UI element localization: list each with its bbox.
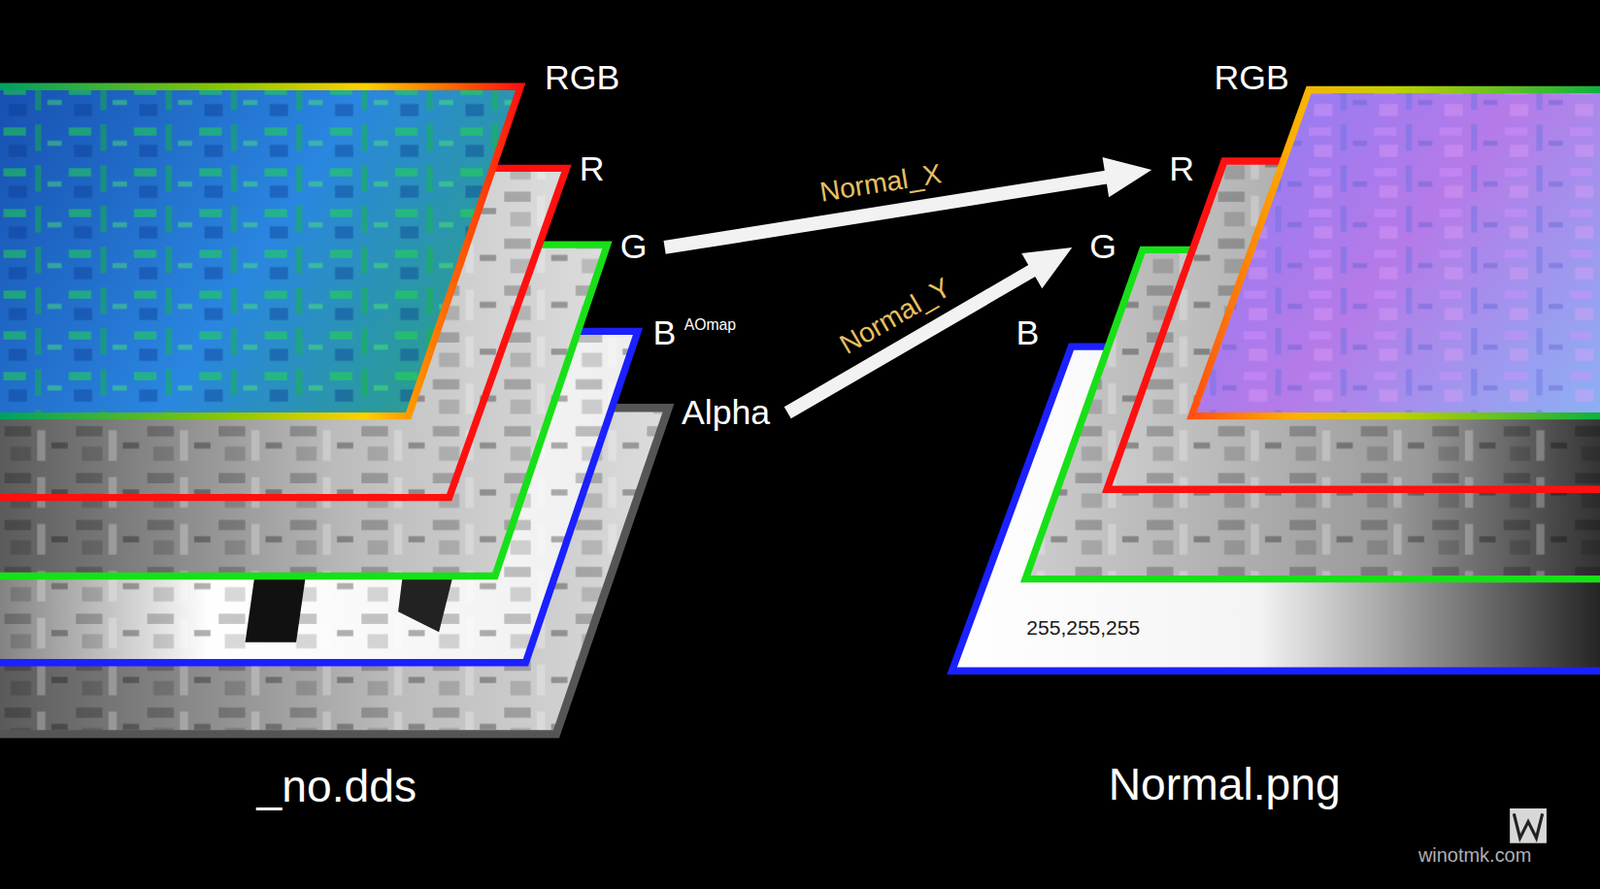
watermark-logo <box>1509 808 1547 844</box>
channel-name: R <box>1168 150 1195 189</box>
channel-name: Alpha <box>681 394 770 433</box>
channel-name: R <box>579 150 605 189</box>
channel-name: B <box>652 314 676 353</box>
channel-arrow <box>787 247 1072 413</box>
file-name: Normal.png <box>1108 759 1341 811</box>
file-name: _no.dds <box>257 761 418 813</box>
channel-label: B AOmap <box>648 312 740 355</box>
channel-name: RGB <box>1214 59 1290 98</box>
channel-label: Alpha <box>677 392 774 434</box>
channel-name: G <box>1089 228 1117 267</box>
channel-label: RGB <box>540 57 624 100</box>
watermark: winotmk.com <box>1418 844 1532 867</box>
channel-name: B <box>1016 314 1040 353</box>
channel-note: AOmap <box>684 316 736 334</box>
channel-arrow <box>665 157 1153 248</box>
rgb-layer <box>1191 89 1600 416</box>
channel-name: RGB <box>544 59 620 98</box>
channel-label: G <box>616 226 652 268</box>
arrow-head <box>1021 247 1072 289</box>
rgb-layer <box>0 86 521 416</box>
channel-label: R <box>575 148 609 191</box>
channel-label: B <box>1012 312 1044 355</box>
channel-name: G <box>620 228 648 267</box>
channel-label: G <box>1085 226 1121 268</box>
channel-value: 255,255,255 <box>1026 616 1140 640</box>
channel-label: R <box>1165 148 1199 191</box>
arrow-shaft <box>787 269 1034 413</box>
arrow-head <box>1102 157 1153 198</box>
channel-label: RGB <box>1210 57 1294 100</box>
